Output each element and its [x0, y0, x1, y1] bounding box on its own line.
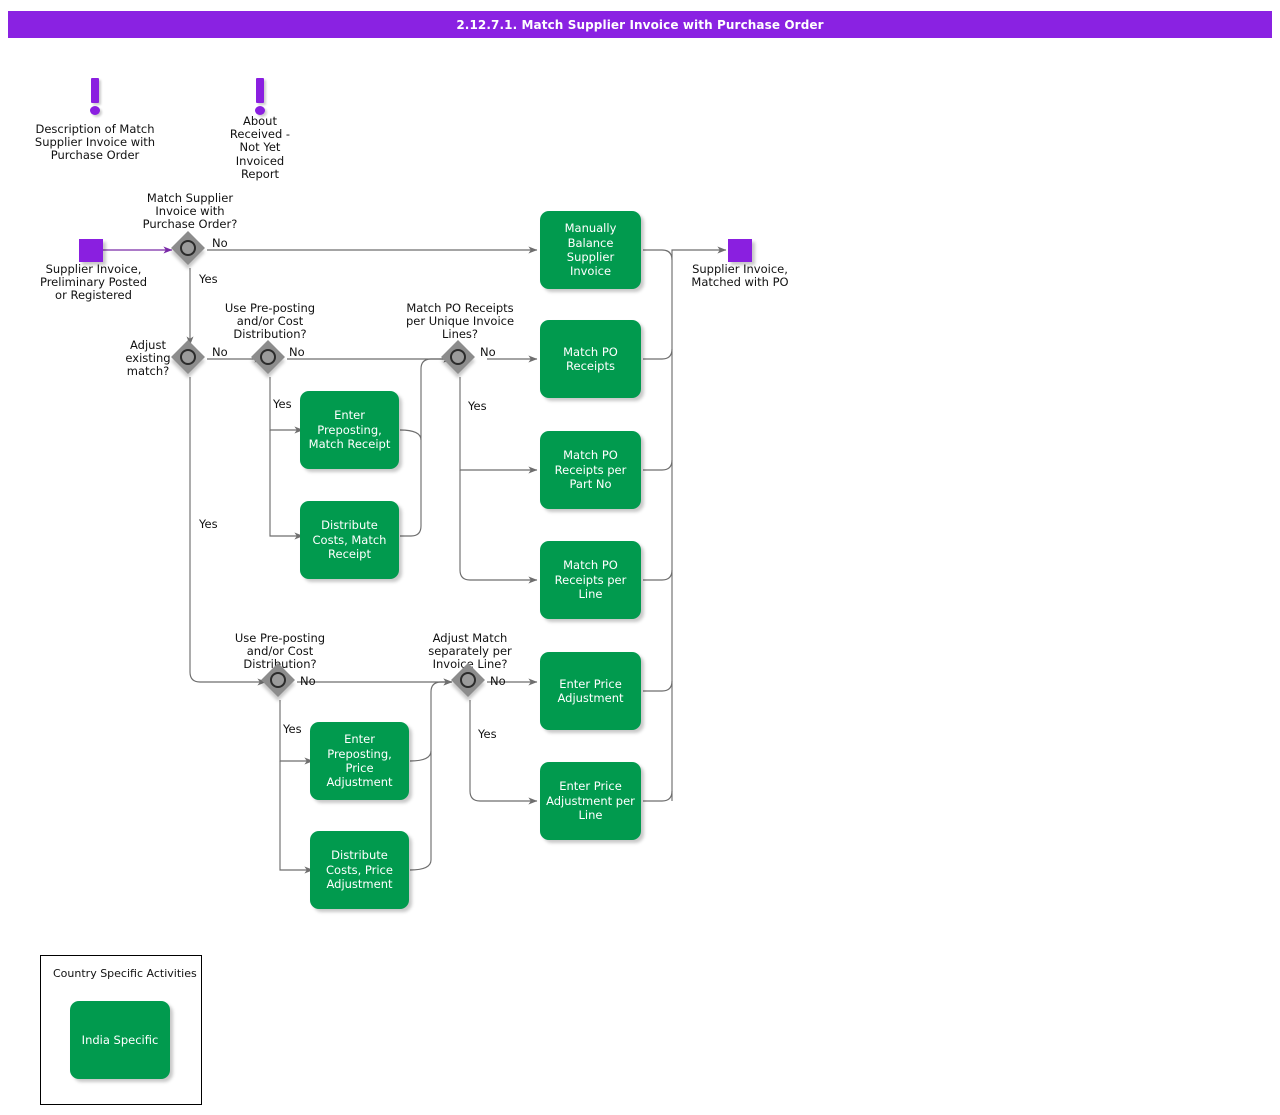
activity-label: India Specific: [81, 1032, 159, 1047]
branch-label-d2-yes: Yes: [199, 517, 218, 531]
branch-label-d1-no: No: [212, 236, 228, 250]
decision-ring-icon: [460, 672, 476, 688]
activity-match-po-receipts-per-part-no[interactable]: Match PO Receipts per Part No: [540, 431, 641, 509]
activity-label: Manually Balance Supplier Invoice: [564, 221, 617, 279]
decision-use-prepost-cost-distribution-price[interactable]: [261, 663, 297, 699]
branch-label-d5-no: No: [300, 674, 316, 688]
activity-label: Distribute Costs, Match Receipt: [312, 518, 387, 562]
end-terminator[interactable]: [728, 239, 752, 262]
activity-label: Enter Price Adjustment per Line: [546, 779, 635, 823]
activity-distribute-costs-price-adjustment[interactable]: Distribute Costs, Price Adjustment: [310, 831, 409, 909]
page-title: 2.12.7.1. Match Supplier Invoice with Pu…: [8, 11, 1272, 38]
branch-label-d2-no: No: [212, 345, 228, 359]
activity-label: Match PO Receipts per Line: [554, 558, 627, 602]
activity-label: Enter Preposting, Match Receipt: [308, 408, 391, 452]
decision-ring-icon: [260, 349, 276, 365]
exclamation-bar: [256, 78, 264, 103]
decision-ring-icon: [450, 349, 466, 365]
activity-enter-price-adjustment[interactable]: Enter Price Adjustment: [540, 652, 641, 730]
activity-label: Match PO Receipts per Part No: [554, 448, 627, 492]
activity-label: Enter Price Adjustment: [557, 676, 624, 705]
description-note-label: Description of Match Supplier Invoice wi…: [34, 122, 156, 163]
decision-label-match-supplier-invoice-with-po: Match Supplier Invoice with Purchase Ord…: [142, 191, 238, 232]
exclamation-bar: [91, 78, 99, 103]
start-terminator[interactable]: [79, 239, 103, 262]
start-terminator-label: Supplier Invoice, Preliminary Posted or …: [39, 262, 148, 303]
exclamation-icon-received-report: [253, 78, 267, 118]
activity-enter-preposting-price-adjustment[interactable]: Enter Preposting, Price Adjustment: [310, 722, 409, 800]
end-terminator-label: Supplier Invoice, Matched with PO: [691, 262, 789, 290]
branch-label-d6-yes: Yes: [478, 727, 497, 741]
decision-label-match-po-receipts-per-unique-invoice-lines: Match PO Receipts per Unique Invoice Lin…: [405, 301, 515, 342]
activity-india-specific[interactable]: India Specific: [70, 1001, 170, 1079]
activity-match-po-receipts[interactable]: Match PO Receipts: [540, 320, 641, 398]
branch-label-d1-yes: Yes: [199, 272, 218, 286]
branch-label-d3-yes: Yes: [273, 397, 292, 411]
decision-adjust-match-separately-per-invoice-line[interactable]: [451, 663, 487, 699]
decision-match-po-receipts-per-unique-invoice-lines[interactable]: [441, 340, 477, 376]
decision-label-use-prepost-cost-distribution-match: Use Pre-posting and/or Cost Distribution…: [224, 301, 316, 342]
branch-label-d4-yes: Yes: [468, 399, 487, 413]
activity-label: Match PO Receipts: [563, 344, 618, 373]
decision-label-adjust-match-separately-per-invoice-line: Adjust Match separately per Invoice Line…: [428, 631, 512, 672]
decision-use-prepost-cost-distribution-match[interactable]: [251, 340, 287, 376]
country-specific-activities-title: Country Specific Activities: [53, 967, 197, 980]
decision-ring-icon: [180, 240, 196, 256]
activity-match-po-receipts-per-line[interactable]: Match PO Receipts per Line: [540, 541, 641, 619]
activity-enter-price-adjustment-per-line[interactable]: Enter Price Adjustment per Line: [540, 762, 641, 840]
decision-ring-icon: [180, 349, 196, 365]
decision-label-adjust-existing-match: Adjust existing match?: [125, 338, 171, 379]
activity-label: Enter Preposting, Price Adjustment: [326, 732, 393, 790]
exclamation-dot: [255, 106, 265, 115]
branch-label-d6-no: No: [490, 674, 506, 688]
decision-ring-icon: [270, 672, 286, 688]
branch-label-d4-no: No: [480, 345, 496, 359]
branch-label-d5-yes: Yes: [283, 722, 302, 736]
exclamation-dot: [90, 106, 100, 115]
exclamation-icon-description: [88, 78, 102, 118]
activity-manually-balance-supplier-invoice[interactable]: Manually Balance Supplier Invoice: [540, 211, 641, 289]
activity-distribute-costs-match-receipt[interactable]: Distribute Costs, Match Receipt: [300, 501, 399, 579]
activity-enter-preposting-match-receipt[interactable]: Enter Preposting, Match Receipt: [300, 391, 399, 469]
decision-adjust-existing-match[interactable]: [171, 340, 207, 376]
decision-match-supplier-invoice-with-po[interactable]: [171, 231, 207, 267]
activity-label: Distribute Costs, Price Adjustment: [326, 848, 393, 892]
branch-label-d3-no: No: [289, 345, 305, 359]
received-not-invoiced-note-label: About Received - Not Yet Invoiced Report: [229, 114, 291, 181]
